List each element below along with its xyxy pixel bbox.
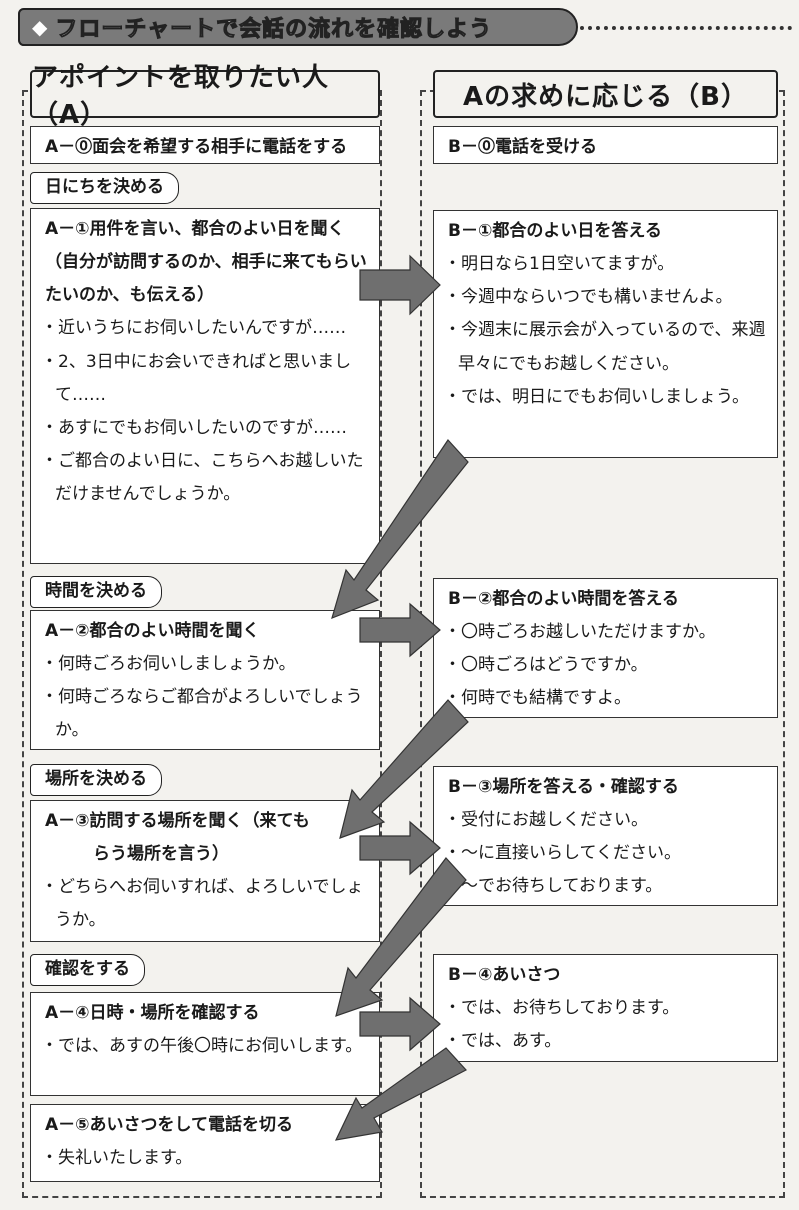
step-b4: B－④あいさつ では、お待ちしております。 では、あす。 bbox=[433, 954, 778, 1062]
step-b1-phrase-4: では、明日にでもお伺いしましょう。 bbox=[448, 381, 767, 414]
column-b-title: Aの求めに応じる（B） bbox=[433, 70, 778, 118]
step-b1-phrase-2: 今週中ならいつでも構いませんよ。 bbox=[448, 281, 767, 314]
step-b4-phrase-2: では、あす。 bbox=[448, 1025, 767, 1058]
step-b2-heading: B－②都合のよい時間を答える bbox=[448, 589, 679, 609]
step-a1-heading: A－①用件を言い、都合のよい日を聞く（自分が訪問するのか、相手に来てもらいたいの… bbox=[45, 219, 367, 306]
step-a1-phrase-2: 2、3日中にお会いできればと思いまして…… bbox=[45, 346, 369, 412]
step-a2-heading: A－②都合のよい時間を聞く bbox=[45, 621, 260, 641]
column-a-title: アポイントを取りたい人（A） bbox=[30, 63, 380, 130]
step-b3-phrase-2: ～に直接いらしてください。 bbox=[448, 837, 767, 870]
section-tag-confirm: 確認をする bbox=[30, 954, 145, 986]
step-a1-phrase-3: あすにでもお伺いしたいのですが…… bbox=[45, 412, 369, 445]
step-a1-phrase-4: ご都合のよい日に、こちらへお越しいただけませんでしょうか。 bbox=[45, 445, 369, 511]
step-a1-phrase-1: 近いうちにお伺いしたいんですが…… bbox=[45, 312, 369, 345]
step-b1-phrase-3: 今週末に展示会が入っているので、来週早々にでもお越しください。 bbox=[448, 314, 767, 380]
step-b0-text: B－⓪電話を受ける bbox=[448, 137, 597, 157]
step-a1: A－①用件を言い、都合のよい日を聞く（自分が訪問するのか、相手に来てもらいたいの… bbox=[30, 208, 380, 564]
step-a3-heading-2: らう場所を言う） bbox=[93, 844, 229, 865]
diamond-icon: ◆ bbox=[32, 15, 48, 39]
step-b4-heading: B－④あいさつ bbox=[448, 965, 561, 985]
step-a3-phrase-1: どちらへお伺いすれば、よろしいでしょうか。 bbox=[45, 871, 369, 937]
step-a5: A－⑤あいさつをして電話を切る 失礼いたします。 bbox=[30, 1104, 380, 1182]
banner-title: フローチャートで会話の流れを確認しよう bbox=[55, 17, 493, 43]
section-tag-date: 日にちを決める bbox=[30, 172, 179, 204]
section-tag-place: 場所を決める bbox=[30, 764, 162, 796]
section-banner: ◆ フローチャートで会話の流れを確認しよう bbox=[18, 8, 578, 46]
step-a2-phrase-2: 何時ごろならご都合がよろしいでしょうか。 bbox=[45, 681, 369, 747]
step-b2-phrase-1: 〇時ごろお越しいただけますか。 bbox=[448, 616, 767, 649]
step-b1: B－①都合のよい日を答える 明日なら1日空いてますが。 今週中ならいつでも構いま… bbox=[433, 210, 778, 458]
step-b1-phrase-1: 明日なら1日空いてますが。 bbox=[448, 248, 767, 281]
step-a4-phrase-1: では、あすの午後〇時にお伺いします。 bbox=[45, 1030, 369, 1063]
step-b3: B－③場所を答える・確認する 受付にお越しください。 ～に直接いらしてください。… bbox=[433, 766, 778, 906]
step-a5-phrase-1: 失礼いたします。 bbox=[45, 1142, 369, 1175]
step-b2-phrase-3: 何時でも結構ですよ。 bbox=[448, 682, 767, 715]
step-a3-heading-1: A－③訪問する場所を聞く（来ても bbox=[45, 811, 310, 831]
step-a2: A－②都合のよい時間を聞く 何時ごろお伺いしましょうか。 何時ごろならご都合がよ… bbox=[30, 610, 380, 750]
step-a4-heading: A－④日時・場所を確認する bbox=[45, 1003, 260, 1023]
section-tag-time: 時間を決める bbox=[30, 576, 162, 608]
step-b0: B－⓪電話を受ける bbox=[433, 126, 778, 164]
step-b3-heading: B－③場所を答える・確認する bbox=[448, 777, 679, 797]
step-b3-phrase-3: ～でお待ちしております。 bbox=[448, 870, 767, 903]
step-b2: B－②都合のよい時間を答える 〇時ごろお越しいただけますか。 〇時ごろはどうです… bbox=[433, 578, 778, 718]
step-b1-heading: B－①都合のよい日を答える bbox=[448, 221, 662, 241]
step-b3-phrase-1: 受付にお越しください。 bbox=[448, 804, 767, 837]
step-a5-heading: A－⑤あいさつをして電話を切る bbox=[45, 1115, 294, 1135]
step-a0-text: A－⓪面会を希望する相手に電話をする bbox=[45, 137, 348, 157]
step-a3: A－③訪問する場所を聞く（来ても らう場所を言う） どちらへお伺いすれば、よろし… bbox=[30, 800, 380, 942]
step-a2-phrase-1: 何時ごろお伺いしましょうか。 bbox=[45, 648, 369, 681]
step-a0: A－⓪面会を希望する相手に電話をする bbox=[30, 126, 380, 164]
dotted-leader bbox=[580, 26, 792, 30]
step-b2-phrase-2: 〇時ごろはどうですか。 bbox=[448, 649, 767, 682]
step-b4-phrase-1: では、お待ちしております。 bbox=[448, 992, 767, 1025]
step-a4: A－④日時・場所を確認する では、あすの午後〇時にお伺いします。 bbox=[30, 992, 380, 1096]
